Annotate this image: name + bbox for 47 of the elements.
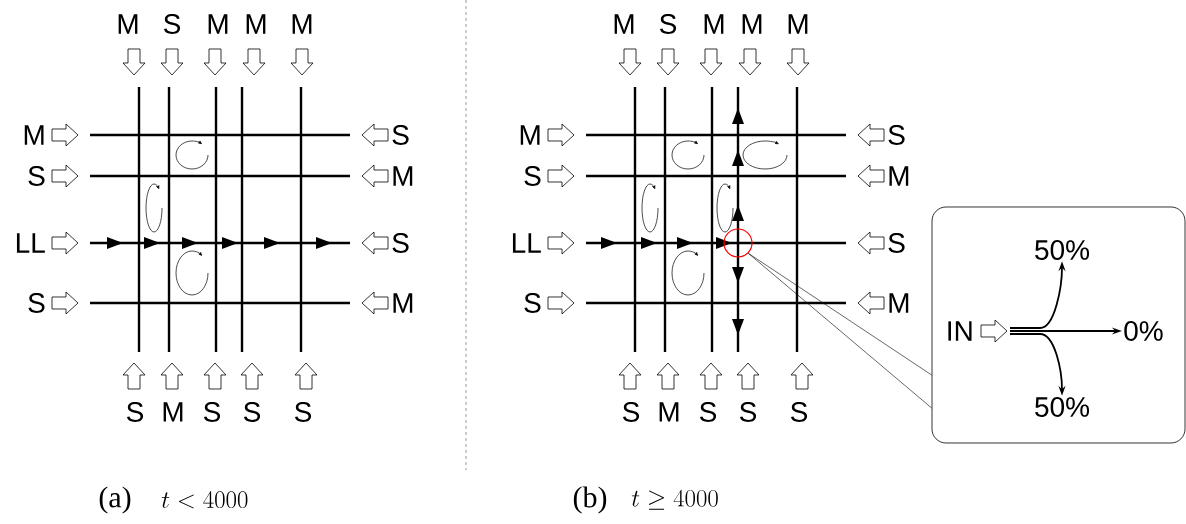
road-label: S [392, 125, 409, 145]
road-label: M [118, 14, 138, 34]
road-label: S [739, 402, 757, 422]
road-label: M [393, 293, 413, 313]
road-label: S [524, 166, 541, 186]
road-label: S [28, 166, 45, 186]
road-label: M [163, 402, 183, 422]
road-label: M [659, 402, 679, 422]
leader-line [748, 253, 932, 409]
callout-box [931, 206, 1186, 444]
road-label: S [888, 233, 905, 253]
road-label: M [292, 14, 312, 34]
road-label: M [704, 14, 724, 34]
road-label: S [294, 402, 312, 422]
road-label: M [24, 125, 44, 145]
inset-label: 50% [1035, 397, 1089, 417]
road-label: S [28, 293, 45, 313]
road-label: S [659, 14, 677, 34]
road-label: S [392, 233, 409, 253]
road-label: LL [512, 233, 541, 253]
road-label: S [622, 402, 640, 422]
caption-formula: $t \geq 4000$ [631, 489, 718, 510]
road-label: S [699, 402, 717, 422]
road-label: S [524, 293, 541, 313]
road-label: S [163, 14, 181, 34]
road-label: S [243, 402, 261, 422]
road-label: M [614, 14, 634, 34]
road-label: LL [16, 233, 45, 253]
road-label: S [203, 402, 221, 422]
caption-formula: $t < 4000$ [161, 491, 248, 509]
road-label: M [393, 166, 413, 186]
road-label: M [788, 14, 808, 34]
road-label: M [246, 14, 266, 34]
road-label: S [888, 125, 905, 145]
inset-label: IN [948, 321, 972, 341]
inset-label: 50% [1035, 240, 1089, 260]
road-label: M [208, 14, 228, 34]
road-label: S [790, 402, 808, 422]
road-label: M [889, 166, 909, 186]
road-label: S [126, 402, 144, 422]
caption-label: (b) [573, 486, 607, 514]
inset-label: 0% [1124, 321, 1163, 341]
road-label: M [520, 125, 540, 145]
road-label: M [742, 14, 762, 34]
road-label: M [889, 293, 909, 313]
highlight-circle [723, 228, 753, 258]
caption-label: (a) [99, 486, 131, 514]
